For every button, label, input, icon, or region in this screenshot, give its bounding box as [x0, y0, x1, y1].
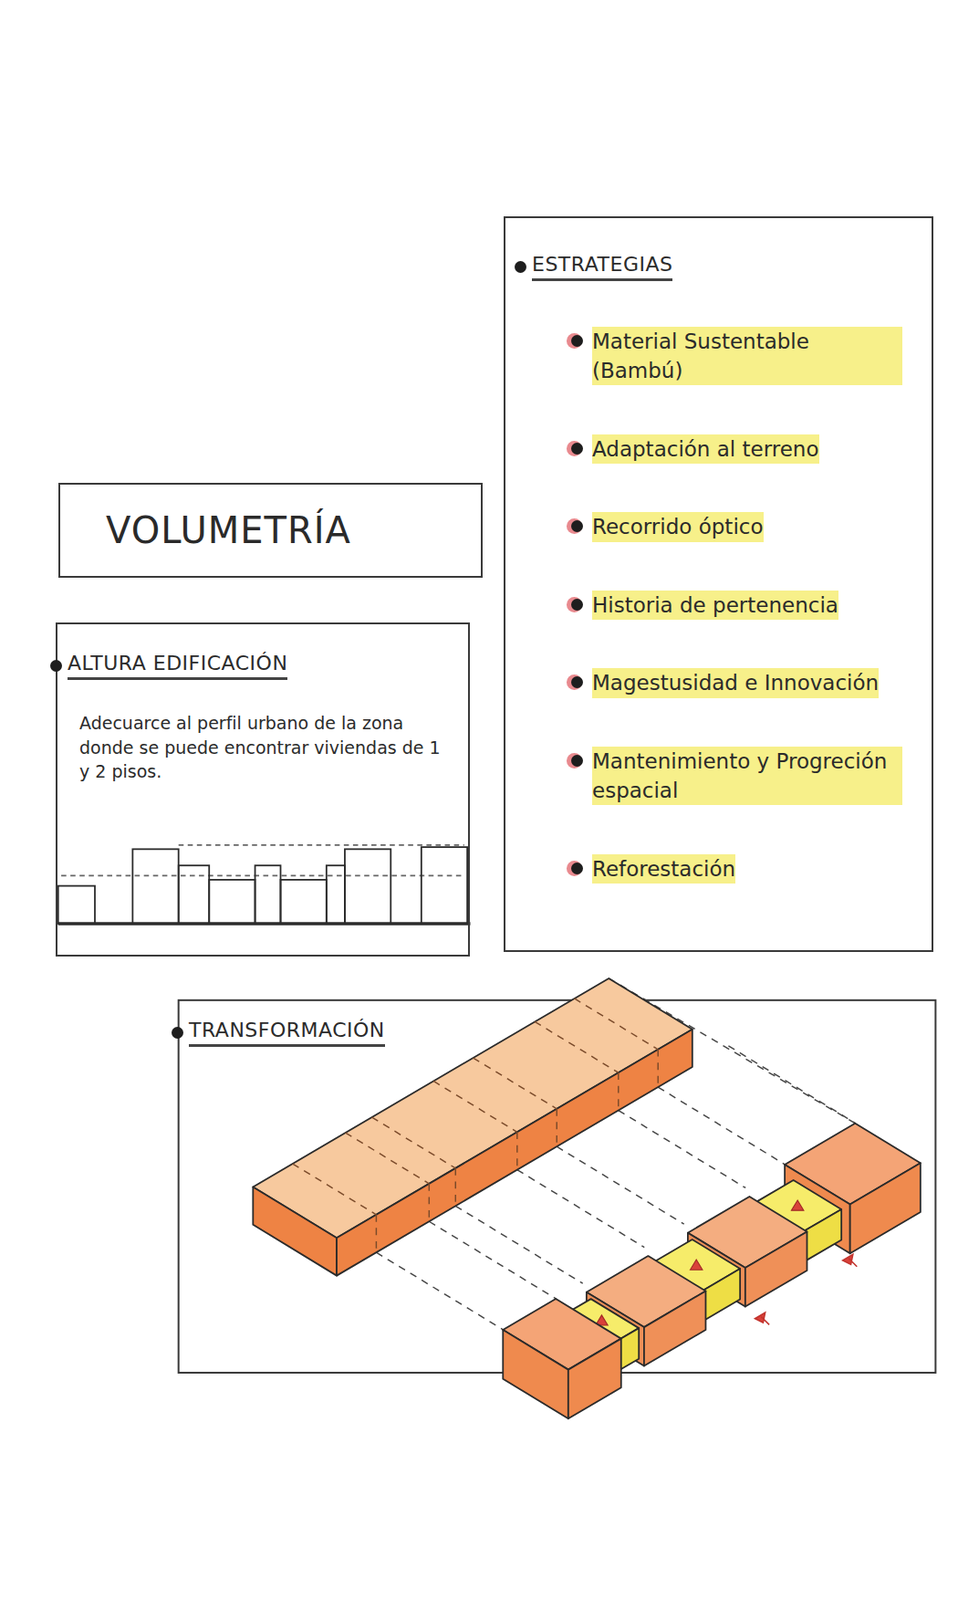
guide-line	[516, 1131, 518, 1169]
guide-line	[556, 1108, 558, 1146]
block-face	[502, 1329, 569, 1418]
bullet-dot	[571, 598, 584, 611]
bullet-dot	[514, 260, 527, 273]
strategy-text: Magestusidad e Innovación	[592, 667, 879, 698]
heading-row: ESTRATEGIAS	[514, 252, 932, 282]
bullet-dot	[571, 754, 584, 767]
strategy-item: Material Sustentable (Bambú)	[571, 326, 914, 386]
guide-line	[433, 1080, 518, 1132]
guide-line	[292, 1163, 377, 1215]
guide-line	[372, 1116, 457, 1168]
guide-line	[455, 1167, 457, 1206]
guide-line	[657, 1086, 785, 1165]
bullet-dot	[571, 676, 584, 688]
bullet-dot	[171, 1026, 184, 1039]
strategy-text: Adaptación al terreno	[592, 434, 820, 464]
guide-line	[556, 1145, 684, 1224]
heading-row: TRANSFORMACIÓN	[171, 1018, 936, 1047]
red-arrow	[791, 1199, 803, 1210]
section-heading: ESTRATEGIAS	[531, 252, 673, 282]
skyline	[58, 844, 471, 924]
block-face	[644, 1291, 707, 1366]
strategy-list: Material Sustentable (Bambú) Adaptación a…	[571, 326, 914, 884]
guide-line	[455, 1205, 583, 1283]
block-face	[850, 1162, 921, 1253]
bullet-dot	[50, 659, 63, 672]
title-box: VOLUMETRÍA	[58, 482, 483, 578]
block-face	[745, 1230, 808, 1306]
guide-line	[345, 1132, 430, 1184]
section-heading: ALTURA EDIFICACIÓN	[67, 651, 288, 680]
strategy-item: Magestusidad e Innovación	[571, 667, 914, 698]
transform-panel: TRANSFORMACIÓN	[178, 999, 936, 1373]
guide-line	[656, 1049, 658, 1087]
guide-line	[428, 1220, 556, 1299]
title-text: VOLUMETRÍA	[60, 509, 352, 552]
guide-line	[428, 1183, 430, 1221]
strategy-text: Recorrido óptico	[592, 511, 764, 542]
strategy-text: Mantenimiento y Progreción espacial	[592, 746, 903, 805]
bullet-dot	[571, 334, 584, 347]
red-arrow	[754, 1312, 770, 1324]
guide-line	[473, 1057, 558, 1109]
strategy-item: Historia de pertenencia	[571, 590, 914, 620]
strategy-item: Reforestación	[571, 853, 914, 884]
block-face	[252, 978, 692, 1238]
body-text: Adecuarce al perfil urbano de la zona do…	[79, 710, 456, 944]
bullet-dot	[571, 520, 584, 532]
block-face	[252, 1186, 337, 1275]
guide-line	[534, 1020, 619, 1073]
block-face	[568, 1338, 622, 1419]
heading-row: ALTURA EDIFICACIÓN	[50, 651, 469, 680]
strategy-text: Historia de pertenencia	[592, 590, 839, 620]
strategy-item: Recorrido óptico	[571, 511, 914, 542]
guide-line	[728, 1045, 855, 1124]
guide-line	[574, 998, 659, 1050]
bullet-dot	[571, 862, 584, 875]
note-box: ALTURA EDIFICACIÓN Adecuarce al perfil ur…	[55, 622, 470, 957]
guide-line	[617, 1072, 619, 1110]
guide-line	[618, 1110, 746, 1188]
guide-line	[517, 1169, 645, 1248]
block-face	[336, 1029, 693, 1276]
red-arrow	[689, 1259, 702, 1270]
strategy-box: ESTRATEGIAS Material Sustentable (Bambú) A…	[503, 216, 934, 952]
strategy-item: Adaptación al terreno	[571, 434, 914, 464]
red-arrow	[843, 1253, 858, 1266]
section-heading: TRANSFORMACIÓN	[188, 1018, 386, 1047]
guide-line	[375, 1251, 503, 1330]
bullet-dot	[571, 442, 584, 455]
strategy-item: Mantenimiento y Progreción espacial	[571, 746, 914, 805]
strategy-text: Reforestación	[592, 853, 736, 884]
guide-line	[375, 1214, 377, 1252]
strategy-text: Material Sustentable (Bambú)	[592, 326, 903, 386]
